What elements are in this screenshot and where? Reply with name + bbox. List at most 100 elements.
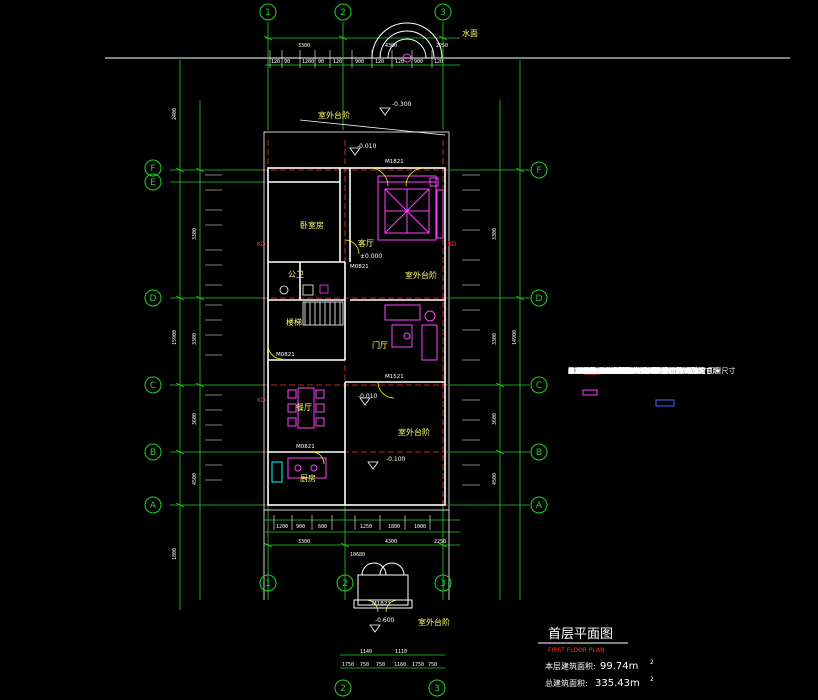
dim-left-5: 4500: [192, 473, 198, 485]
level-front: -0.300: [392, 101, 412, 108]
dim-top-small-10: 120: [434, 59, 443, 65]
outer-frame: [263, 131, 450, 600]
toilet-fixtures: [279, 284, 329, 296]
note-line-16: 50mm , 坡向 1% 坡向地漏或室外.: [568, 367, 679, 375]
title-en: FIRST FLOOR PLAN: [548, 647, 605, 654]
axis-mid-3: 3: [440, 579, 446, 589]
dim-top-small-8: 120: [395, 59, 404, 65]
dim-top-small-1: 120: [271, 59, 280, 65]
area-floor-sup: 2: [650, 659, 654, 666]
room-pool: 水面: [462, 28, 478, 38]
axis-top-3: 3: [440, 8, 446, 18]
dim-bottom-small-1: 1200: [276, 524, 288, 530]
dim-entry-small-4: 1160: [394, 662, 406, 668]
door-code-4: M1521: [385, 374, 404, 380]
area-total-value: 335.43m: [595, 678, 640, 689]
svg-text:KD: KD: [448, 241, 457, 248]
extension-lines: [170, 22, 530, 669]
axis-left-f: F: [150, 164, 155, 174]
svg-text:KD: KD: [257, 241, 266, 248]
dimension-ticks: [175, 35, 525, 548]
dim-bottom-1: 3300: [298, 539, 310, 545]
axis-top-1: 1: [265, 8, 271, 18]
axis-left-c: C: [150, 381, 156, 391]
axis-right-a: A: [536, 501, 543, 511]
note-legend-swatches: [582, 367, 675, 407]
dim-right-1: 3300: [492, 228, 498, 240]
axis-mid-2: 2: [342, 579, 348, 589]
dining-furniture: [287, 387, 325, 429]
area-total-sup: 2: [650, 676, 654, 683]
dim-top-small-4: 90: [318, 59, 324, 65]
level-dining-out: -0.010: [358, 393, 378, 400]
dim-bottom-3: 2250: [434, 539, 446, 545]
dim-entry-1: 1140: [360, 649, 372, 655]
area-floor-label: 本层建筑面积:: [545, 661, 596, 671]
door-code-5: M0821: [296, 444, 315, 450]
dim-left-2: 3300: [192, 228, 198, 240]
dim-top-3: 2250: [436, 43, 448, 49]
level-upper: -0.010: [357, 143, 377, 150]
level-entry: -0.600: [375, 617, 395, 624]
axis-left-d: D: [150, 294, 157, 304]
dim-entry-small-3: 750: [376, 662, 385, 668]
title-block: 首层平面图 FIRST FLOOR PLAN 本层建筑面积: 99.74m 2 …: [538, 627, 654, 689]
note-line-1: 1. [标注] 示意图平面为暖气设置位置,由甲方自理: [568, 367, 720, 375]
note-line-5: 2. KD1(KD1) 为空调 Φ75UPVC 外墙留: [568, 367, 694, 375]
note-line-8: KD1 中心标高 200 H=2300 地面层 空调管: [568, 367, 706, 375]
dim-bottom-small-4: 1250: [360, 524, 372, 530]
axis-left-b: B: [150, 448, 156, 458]
kitchen-fixtures: [271, 457, 327, 483]
room-foyer: 门厅: [372, 340, 388, 350]
dim-bottom-small-5: 1800: [388, 524, 400, 530]
label-terrace: 室外台阶: [405, 270, 437, 280]
axis-bottom-3: 3: [434, 684, 440, 694]
entry-porch: [353, 562, 413, 609]
dim-entry-small-2: 750: [360, 662, 369, 668]
label-recess: 室外台阶: [418, 617, 450, 627]
axis-top-2: 2: [340, 8, 346, 18]
note-line-6: 预留洞口 100 管中心标高: [568, 367, 649, 375]
dim-bottom-total: 10680: [350, 552, 365, 558]
dim-left-7: 1800: [172, 548, 178, 560]
room-living: 客厅: [358, 238, 374, 248]
stair: [302, 301, 344, 326]
svg-text:KD: KD: [257, 397, 266, 404]
note-line-7: 墙洞 100 中心标高 KD 中心标高 2.300 距: [568, 367, 702, 375]
room-bedroom: 卧室房: [300, 220, 324, 230]
axis-right-c: C: [536, 381, 542, 391]
note-line-4: 空调位置.: [568, 367, 599, 375]
title-cn: 首层平面图: [548, 627, 613, 642]
room-dining: 餐厅: [296, 403, 312, 412]
axis-bottom-2: 2: [340, 684, 346, 694]
dim-top-small-5: 120: [333, 59, 342, 65]
room-kitchen: 厨房: [300, 473, 316, 483]
dim-top-small-2: 90: [284, 59, 290, 65]
dim-bottom-small-6: 1000: [414, 524, 426, 530]
side-ticks: [205, 50, 480, 530]
pool-outline: [371, 22, 443, 63]
note-line-13: 4. 平面门窗尺寸见门窗统计表,以门窗表为准 门窗尺寸: [568, 367, 736, 375]
door-code-6: M1821: [372, 601, 391, 607]
dim-entry-small-1: 1750: [342, 662, 354, 668]
area-floor-value: 99.74m: [600, 661, 638, 672]
walls: [267, 167, 446, 506]
dim-left-4: 3600: [192, 413, 198, 425]
room-stair: 楼梯: [286, 317, 302, 327]
door-swings: [267, 167, 425, 613]
note-line-2: 图中所有尺寸均为毫米.: [568, 367, 641, 375]
note-line-12: 100 墙中心距离地面.: [568, 367, 635, 375]
door-code-3: M0821: [276, 352, 295, 358]
note-line-14: 为 100 .: [568, 367, 596, 375]
dim-right-4: 4500: [492, 473, 498, 485]
dim-top-small-6: 900: [355, 59, 364, 65]
dim-top-small-9: 900: [414, 59, 423, 65]
area-total-label: 总建筑面积:: [545, 678, 588, 688]
axis-right-d: D: [536, 294, 543, 304]
dim-right-3: 3600: [492, 413, 498, 425]
note-line-10: 均为 500X1100 其中心距地面: [568, 367, 665, 375]
door-code-1: M1821: [385, 159, 404, 165]
dim-entry-small-5: 1750: [412, 662, 424, 668]
axis-bubbles: [144, 3, 548, 697]
